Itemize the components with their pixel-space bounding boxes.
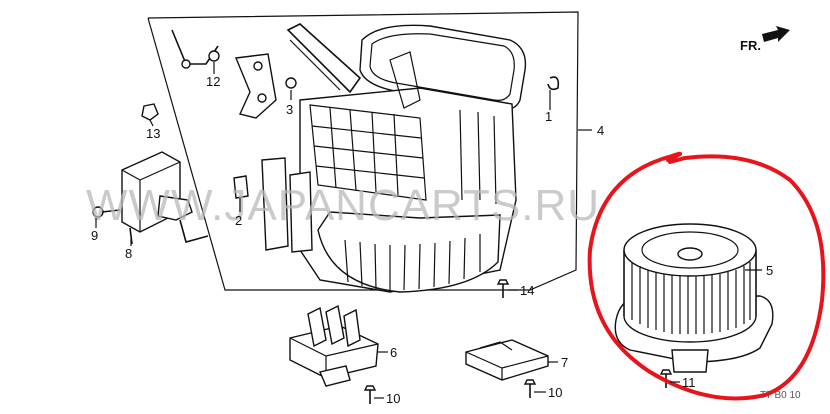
part-label-14: 14 — [520, 283, 534, 298]
part-label-1: 1 — [545, 109, 552, 124]
nut-part — [141, 103, 159, 121]
actuator-motor-part — [121, 151, 209, 245]
part-label-2: 2 — [235, 213, 242, 228]
front-direction-arrow — [762, 26, 790, 42]
screw-part-9 — [92, 206, 121, 218]
clip-part-1 — [547, 76, 560, 91]
footer-code: T7 B0 10 — [760, 390, 801, 401]
part-label-9: 9 — [91, 228, 98, 243]
part-label-10-left: 10 — [386, 391, 400, 406]
control-module-part-7 — [465, 339, 549, 381]
screw-part-10-left — [363, 385, 377, 404]
part-label-3: 3 — [286, 102, 293, 117]
part-label-7: 7 — [561, 355, 568, 370]
part-label-5: 5 — [766, 263, 773, 278]
part-label-6: 6 — [390, 345, 397, 360]
direction-label: FR. — [740, 38, 761, 53]
resistor-part-6 — [289, 304, 379, 387]
lever-bracket-part — [235, 53, 297, 119]
rod-fastener-part — [171, 29, 220, 72]
clip-part-2 — [233, 175, 249, 199]
part-label-12: 12 — [206, 74, 220, 89]
watermark: WWW.JAPANCARTS.RU — [86, 181, 600, 230]
blower-fan-motor-part — [614, 223, 774, 388]
part-label-10-right: 10 — [548, 385, 562, 400]
screw-part-14 — [496, 279, 510, 298]
assembly-outline — [147, 11, 592, 291]
part-label-8: 8 — [125, 246, 132, 261]
heater-unit-housing — [261, 23, 527, 293]
leader-lines — [95, 72, 762, 399]
part-label-11: 11 — [682, 375, 696, 390]
screw-part-10-right — [523, 379, 537, 398]
part-label-4: 4 — [597, 123, 604, 138]
highlight-circle — [587, 151, 826, 401]
part-label-13: 13 — [146, 126, 160, 141]
